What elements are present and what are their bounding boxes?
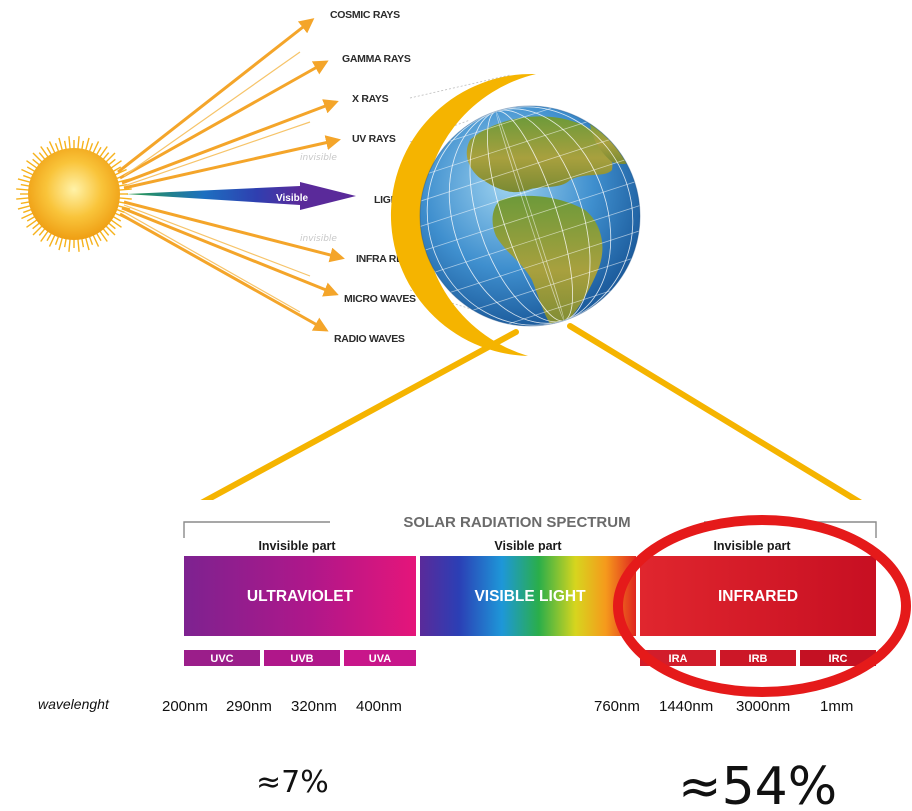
- wavelength-label: wavelenght: [38, 696, 110, 712]
- wavelength-tick: 760nm: [594, 698, 640, 715]
- uva-label: UVA: [369, 653, 391, 665]
- wavelength-tick: 400nm: [356, 698, 402, 715]
- infrared-band: [640, 556, 876, 636]
- globe-icon: [390, 73, 641, 357]
- guide-lines: [409, 74, 511, 319]
- spectrum-panel: SOLAR RADIATION SPECTRUM Invisible part …: [174, 500, 894, 680]
- zoom-connector: [189, 323, 869, 511]
- ray-arrows: [117, 18, 345, 332]
- visible-beam-label: Visible: [276, 193, 308, 204]
- arrow-microwave: [121, 206, 339, 297]
- irb-label: IRB: [749, 653, 768, 665]
- ultraviolet-label: ULTRAVIOLET: [247, 588, 354, 605]
- visible-light-beam: Visible: [126, 182, 356, 210]
- infrared-highlight-ring: [613, 515, 911, 697]
- ir-subbands: IRA IRB IRC: [640, 650, 876, 666]
- wavelength-ticks: 200nm 290nm 320nm 400nm 760nm 1440nm 3000nm 1mm: [162, 698, 853, 715]
- wavelength-tick: 320nm: [291, 698, 337, 715]
- irc-label: IRC: [829, 653, 848, 665]
- arrow-radio: [119, 212, 329, 332]
- ray-label-x-rays: X RAYS: [352, 93, 389, 105]
- visible-light-band: [420, 556, 636, 636]
- wavelength-tick: 290nm: [226, 698, 272, 715]
- invisible-bottom-label: invisible: [300, 234, 337, 244]
- wavelength-tick: 200nm: [162, 698, 208, 715]
- arrow-infrared: [123, 200, 345, 263]
- arrow-xray: [121, 99, 339, 185]
- ray-label-gamma-rays: GAMMA RAYS: [342, 53, 411, 65]
- uv-subbands: UVC UVB UVA: [184, 650, 416, 666]
- ray-label-radio-waves: RADIO WAVES: [334, 333, 405, 345]
- visible-light-label: VISIBLE LIGHT: [474, 588, 586, 605]
- arrow-cosmic: [117, 18, 315, 174]
- ray-label-micro-waves: MICRO WAVES: [344, 293, 416, 305]
- infrared-label: INFRARED: [718, 588, 798, 605]
- spectrum-title: SOLAR RADIATION SPECTRUM: [403, 514, 630, 531]
- wavelength-tick: 1440nm: [659, 698, 713, 715]
- uvc-label: UVC: [210, 653, 233, 665]
- ultraviolet-band: [184, 556, 416, 636]
- part-label-middle: Visible part: [494, 539, 562, 553]
- ray-label-uv-rays: UV RAYS: [352, 133, 396, 145]
- uvb-label: UVB: [290, 653, 313, 665]
- uv-percentage: ≈7%: [256, 765, 329, 800]
- ira-label: IRA: [669, 653, 688, 665]
- ray-label-cosmic-rays: COSMIC RAYS: [330, 9, 400, 21]
- wavelength-tick: 1mm: [820, 698, 853, 715]
- arrow-gamma: [119, 60, 329, 180]
- sun-icon: [16, 136, 132, 252]
- arrow-uv: [123, 135, 341, 190]
- wavelength-tick: 3000nm: [736, 698, 790, 715]
- part-label-right: Invisible part: [713, 539, 791, 553]
- invisible-top-label: invisible: [300, 153, 337, 163]
- part-label-left: Invisible part: [258, 539, 336, 553]
- ir-percentage: ≈54%: [678, 757, 837, 811]
